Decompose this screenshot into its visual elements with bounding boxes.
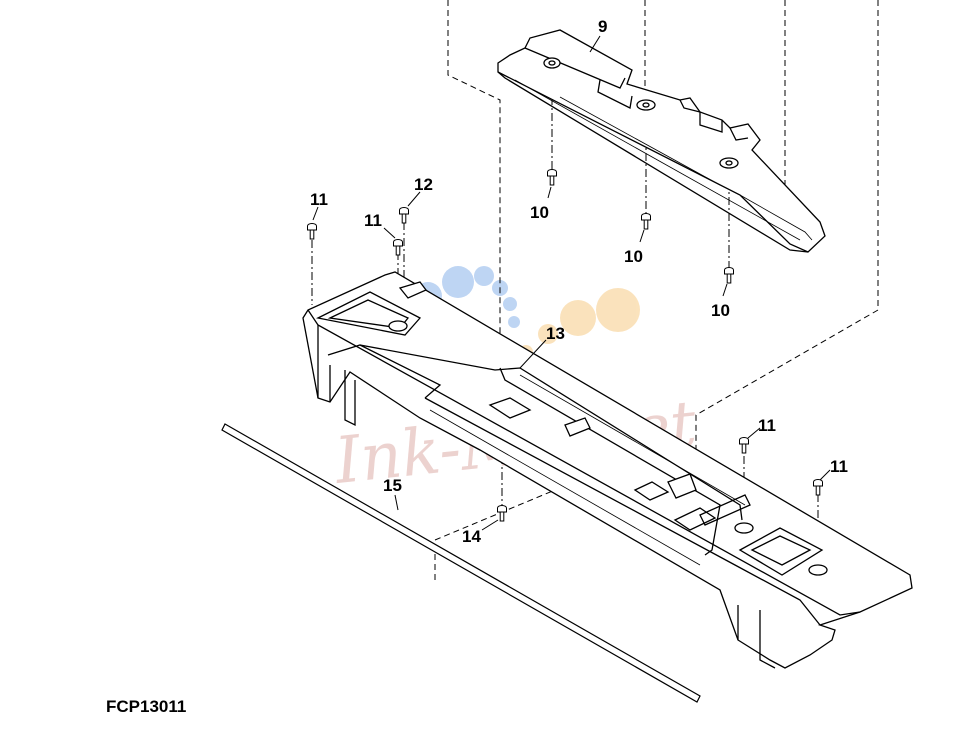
callout-11: 11 bbox=[830, 457, 848, 476]
callout-10: 10 bbox=[530, 203, 549, 222]
leader-lines bbox=[312, 35, 831, 531]
callout-11: 11 bbox=[310, 190, 328, 209]
frame-part-13 bbox=[302, 271, 913, 669]
callout-10: 10 bbox=[624, 247, 643, 266]
callout-11: 11 bbox=[758, 416, 776, 435]
callout-14: 14 bbox=[462, 527, 481, 546]
callout-15: 15 bbox=[383, 476, 402, 495]
screw-icon bbox=[307, 169, 823, 522]
callout-12: 12 bbox=[414, 175, 433, 194]
callout-11: 11 bbox=[364, 211, 382, 230]
rod-part-15 bbox=[221, 423, 701, 703]
figure-code: FCP13011 bbox=[106, 697, 187, 716]
callout-10: 10 bbox=[711, 301, 730, 320]
callout-9: 9 bbox=[598, 17, 607, 36]
callout-labels: 9 10 10 10 11 11 11 11 12 13 14 15 bbox=[310, 17, 848, 546]
bracket-part-9 bbox=[497, 29, 826, 253]
callout-13: 13 bbox=[546, 324, 565, 343]
